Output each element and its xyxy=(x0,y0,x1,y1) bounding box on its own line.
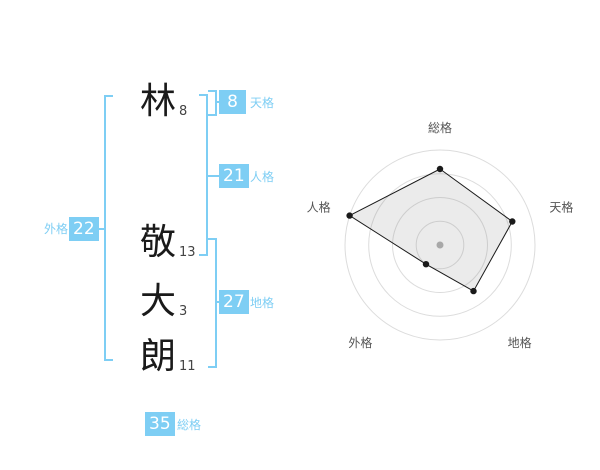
gaikaku-value-badge: 22 xyxy=(69,217,99,241)
name-character-row: 敬 13 xyxy=(140,225,196,261)
radar-data-point xyxy=(436,165,444,173)
chikaku-connector-line xyxy=(215,301,219,303)
radar-axis-label: 外格 xyxy=(348,335,372,350)
radar-grid-ring xyxy=(344,149,536,341)
name-character: 敬 xyxy=(140,222,177,263)
radar-data-polygon xyxy=(348,168,513,292)
name-character: 大 xyxy=(140,281,177,322)
stroke-count: 11 xyxy=(179,359,196,375)
radar-data-point xyxy=(470,287,477,295)
radar-data-point xyxy=(509,218,516,225)
gaikaku-label: 外格 xyxy=(44,222,69,236)
radar-data-point xyxy=(422,261,430,268)
radar-data-point xyxy=(346,212,353,219)
chikaku-label: 地格 xyxy=(250,296,275,310)
name-character-row: 朗 11 xyxy=(140,339,196,375)
jinkaku-label: 人格 xyxy=(250,170,275,184)
name-character: 朗 xyxy=(140,336,177,377)
radar-axis-label: 人格 xyxy=(307,200,331,215)
tenkaku-bracket xyxy=(208,90,217,116)
tenkaku-label: 天格 xyxy=(250,96,275,110)
jinkaku-connector-line xyxy=(206,175,219,177)
gaikaku-connector-line xyxy=(96,228,104,230)
chikaku-bracket xyxy=(208,238,217,368)
soukaku-label: 総格 xyxy=(177,418,202,432)
stroke-count: 13 xyxy=(179,245,196,261)
name-character: 林 xyxy=(140,81,177,122)
jinkaku-value-badge: 21 xyxy=(219,164,249,188)
radar-axis-label: 総格 xyxy=(428,120,452,135)
tenkaku-connector-line xyxy=(215,101,219,103)
radar-grid-ring xyxy=(368,173,512,317)
chikaku-value-badge: 27 xyxy=(219,290,249,314)
name-character-row: 大 3 xyxy=(140,284,187,320)
stroke-count: 3 xyxy=(179,304,188,320)
radar-axis-label: 天格 xyxy=(549,200,573,215)
tenkaku-value-badge: 8 xyxy=(219,90,246,114)
radar-axis-label: 地格 xyxy=(508,335,532,350)
stroke-count: 8 xyxy=(179,104,188,120)
soukaku-value-badge: 35 xyxy=(145,412,175,436)
gaikaku-bracket xyxy=(104,95,113,361)
radar-center-dot xyxy=(436,241,444,249)
name-character-row: 林 8 xyxy=(140,84,187,120)
radar-grid-ring xyxy=(392,197,488,293)
radar-grid-ring xyxy=(415,220,465,270)
